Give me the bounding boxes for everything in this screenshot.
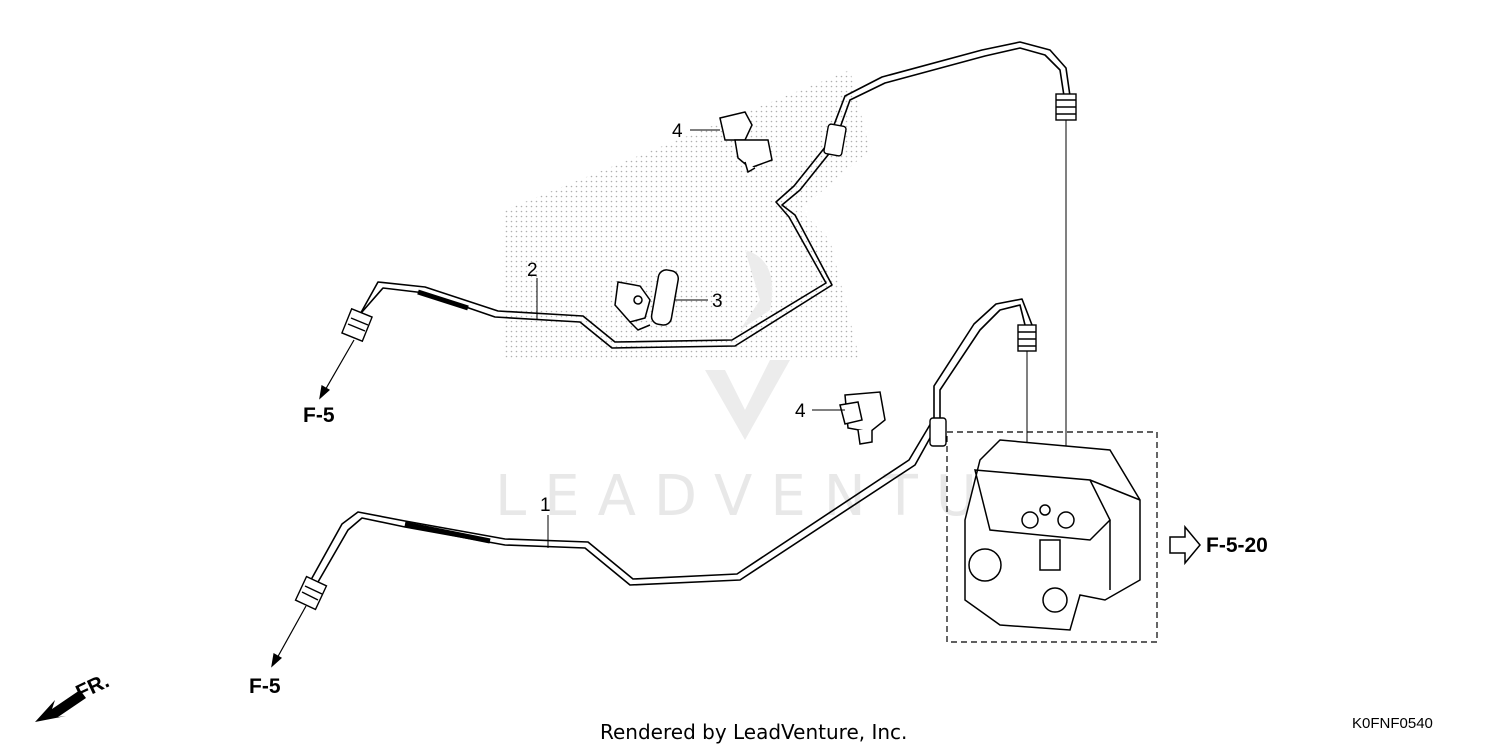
ref-arrow-upper: [319, 339, 355, 400]
ref-arrow-lower: [271, 605, 307, 668]
front-direction-arrow-icon: [35, 690, 86, 722]
callout-2: 2: [527, 260, 538, 281]
abs-modulator[interactable]: [964, 439, 1141, 631]
render-credit: Rendered by LeadVenture, Inc.: [600, 720, 907, 744]
pipe-2-right-flare-nut: [1055, 93, 1077, 121]
ref-link-f5-upper[interactable]: F-5: [303, 404, 335, 427]
ref-link-f5-lower[interactable]: F-5: [249, 675, 281, 698]
brake-pipe-2[interactable]: [357, 41, 1071, 349]
leader-lines: [536, 129, 845, 548]
abs-modulator-dashed-box: [946, 431, 1158, 643]
pipe-clip-4-lower[interactable]: [839, 391, 886, 445]
diagram-code: K0FNF0540: [1352, 715, 1433, 732]
pipe-clip-4-upper[interactable]: [719, 111, 773, 174]
callout-4-upper: 4: [672, 121, 683, 142]
callout-4-lower: 4: [795, 401, 806, 422]
brake-pipe-1[interactable]: [311, 298, 1033, 586]
pipe-1-left-flare-nut: [294, 575, 328, 611]
pipe-1-sleeves: [404, 417, 947, 544]
pipe-2-left-flare-nut: [341, 307, 373, 343]
callout-3: 3: [712, 291, 723, 312]
pipe-clamp-3[interactable]: [614, 269, 680, 331]
pipe-1-right-flare-nut: [1017, 324, 1037, 352]
pipe-2-sleeves: [417, 123, 847, 311]
ref-arrow-modulator: [1169, 524, 1201, 566]
ref-link-f5-20[interactable]: F-5-20: [1206, 534, 1268, 557]
frame-shading: [505, 70, 870, 360]
callout-1: 1: [540, 495, 551, 516]
